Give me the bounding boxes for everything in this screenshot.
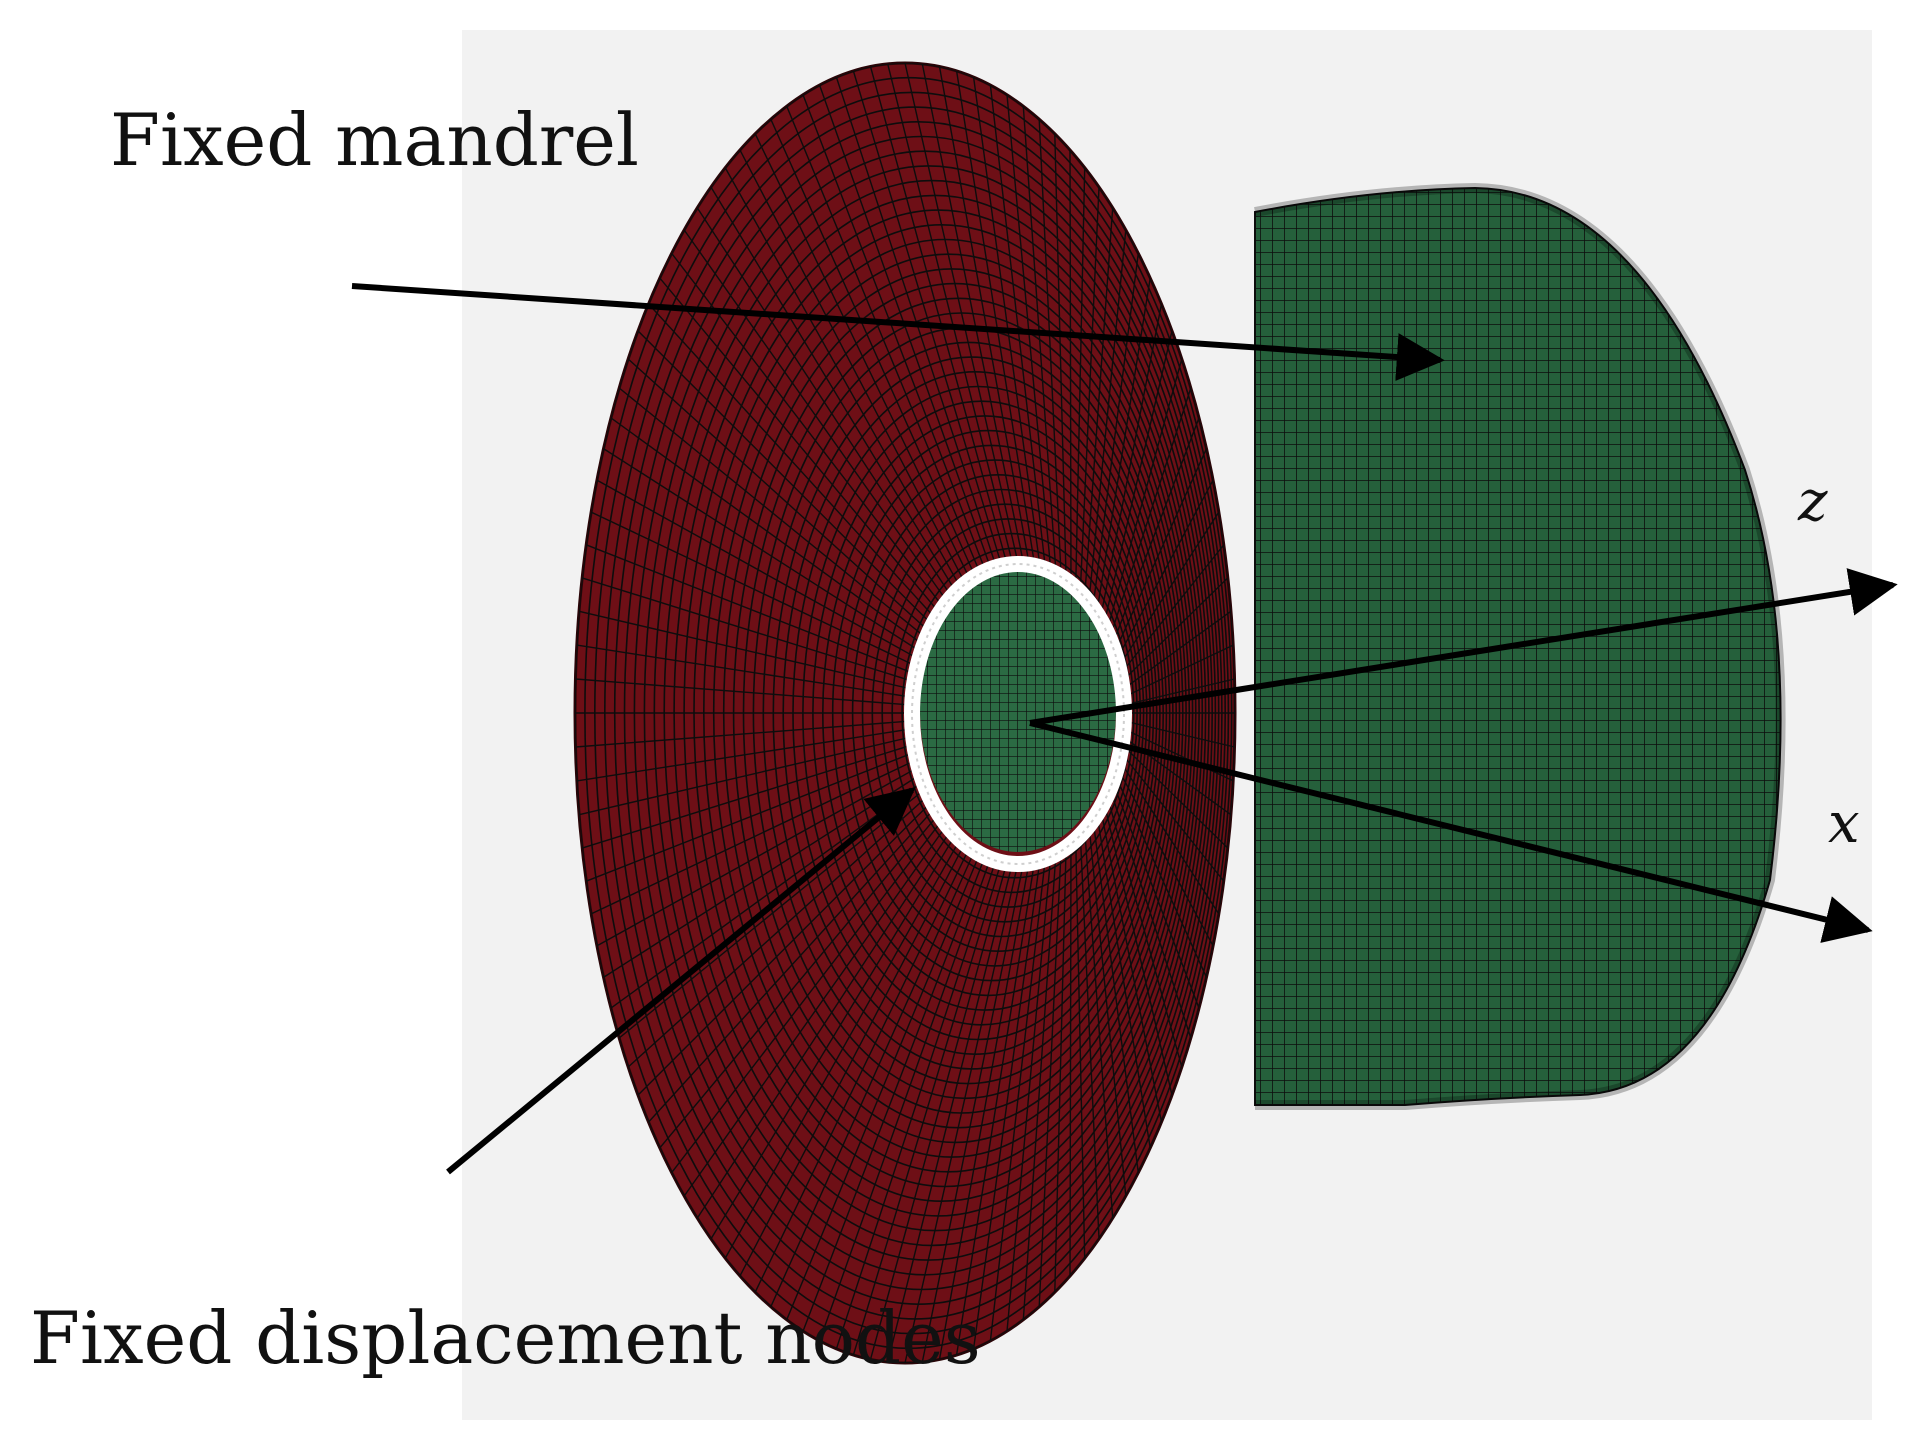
- fixed-mandrel-label: Fixed mandrel: [110, 98, 639, 182]
- x-axis-arrow: [1029, 720, 1873, 943]
- mandrel-inner-face: [920, 568, 1116, 852]
- z-axis-arrow: [1029, 568, 1898, 726]
- z-axis-label: z: [1798, 469, 1828, 534]
- nodes-pointer-arrow: [446, 786, 916, 1175]
- mandrel-pointer-arrow: [351, 283, 1445, 382]
- fixed-displacement-nodes-label: Fixed displacement nodes: [30, 1296, 981, 1380]
- fixed-node-ring: [904, 556, 1132, 872]
- x-axis-label: x: [1828, 791, 1860, 856]
